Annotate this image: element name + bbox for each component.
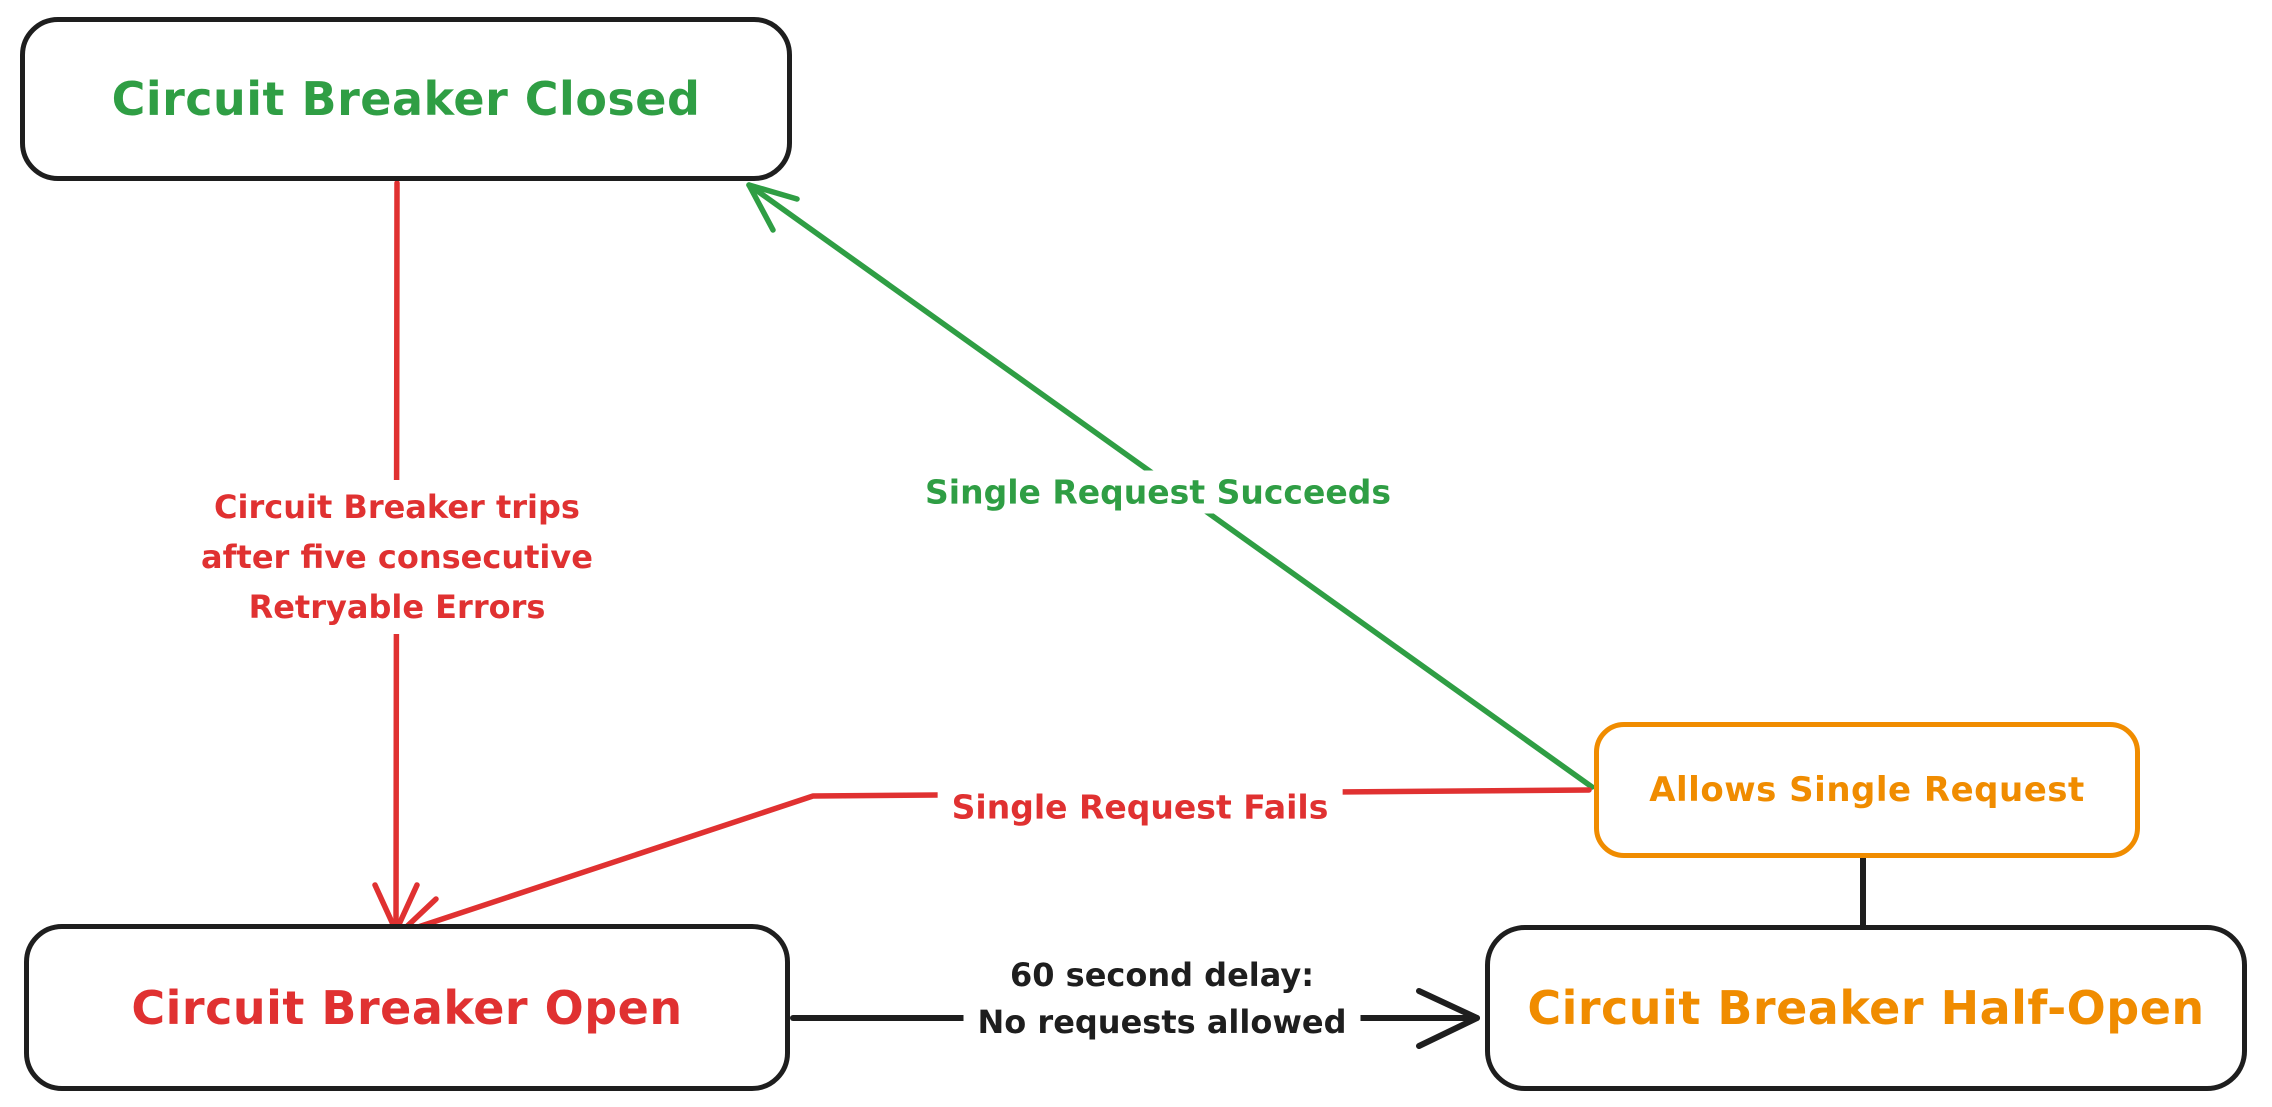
edge-label-trip: Circuit Breaker trips after five consecu… xyxy=(187,480,607,634)
node-open-label: Circuit Breaker Open xyxy=(131,980,683,1035)
edge-label-delay-line1: 60 second delay: xyxy=(1009,956,1315,994)
node-allows-label: Allows Single Request xyxy=(1649,770,2085,810)
node-circuit-breaker-open[interactable]: Circuit Breaker Open xyxy=(24,924,790,1091)
node-allows-single-request[interactable]: Allows Single Request xyxy=(1594,722,2140,858)
node-half-open-label: Circuit Breaker Half-Open xyxy=(1527,981,2205,1035)
arrowhead-upleft-icon xyxy=(746,182,800,233)
arrowhead-right-icon xyxy=(1416,988,1480,1049)
edge-label-succeeds: Single Request Succeeds xyxy=(911,470,1405,514)
node-circuit-breaker-closed[interactable]: Circuit Breaker Closed xyxy=(20,17,792,181)
edge-label-delay-line2: No requests allowed xyxy=(977,1003,1347,1041)
node-closed-label: Circuit Breaker Closed xyxy=(111,72,701,126)
edge-label-trip-line3: Retryable Errors xyxy=(248,588,546,626)
edge-label-delay: 60 second delay: No requests allowed xyxy=(963,950,1361,1048)
edge-label-trip-line2: after five consecutive xyxy=(201,538,593,576)
node-circuit-breaker-half-open[interactable]: Circuit Breaker Half-Open xyxy=(1485,925,2247,1091)
edge-label-fails: Single Request Fails xyxy=(937,785,1343,829)
edge-label-trip-line1: Circuit Breaker trips xyxy=(214,488,580,526)
